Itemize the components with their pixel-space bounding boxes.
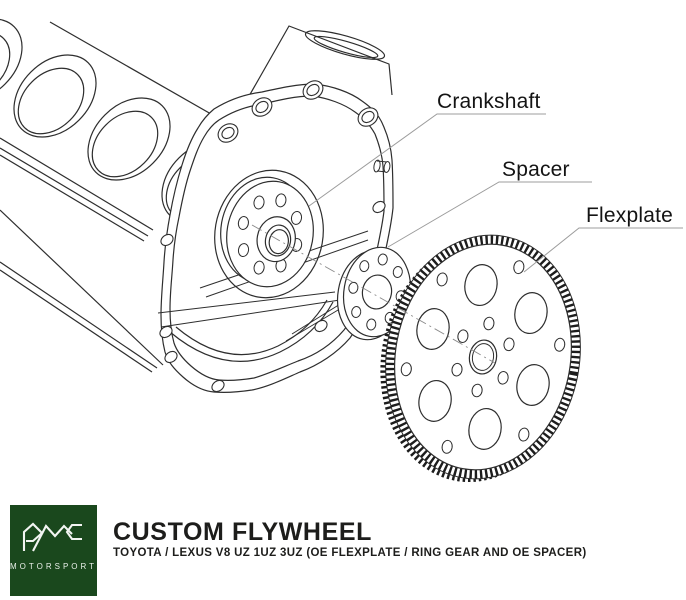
spacer-leader	[387, 181, 592, 248]
pmc-logo-mark-icon	[22, 522, 82, 552]
callout-label-crankshaft: Crankshaft	[437, 90, 541, 113]
flexplate-outer-holes	[400, 260, 566, 454]
crankshaft-flange	[220, 176, 314, 288]
motorsport-label: MOTORSPORT	[10, 562, 98, 571]
callout-leader-lines	[308, 113, 683, 273]
flexplate-center-hole	[468, 339, 498, 375]
bolt-holes	[159, 80, 386, 393]
ring-gear-teeth	[385, 235, 581, 479]
crankshaft-leader	[308, 113, 546, 207]
callout-label-flexplate: Flexplate	[586, 204, 674, 227]
product-title: CUSTOM FLYWHEEL	[113, 518, 373, 546]
valley-ellipse	[304, 30, 386, 60]
flexplate-crank-bolt-holes	[451, 316, 515, 398]
dowel-pin	[373, 159, 391, 173]
flexplate-disc	[380, 234, 581, 483]
pmc-logo: MOTORSPORT	[10, 505, 97, 596]
axis-centerline	[251, 224, 496, 364]
callout-label-spacer: Spacer	[502, 158, 570, 181]
branding-footer: MOTORSPORT CUSTOM FLYWHEEL TOYOTA / LEXU…	[0, 497, 686, 600]
flexplate-leader	[523, 227, 683, 273]
spacer-disc	[336, 246, 412, 341]
flexplate-windows	[416, 264, 550, 450]
product-subtitle: TOYOTA / LEXUS V8 UZ 1UZ 3UZ (OE FLEXPLA…	[113, 547, 587, 559]
spacer-bolt-holes	[348, 253, 406, 331]
flywheel-assembly-drawing	[0, 18, 683, 483]
